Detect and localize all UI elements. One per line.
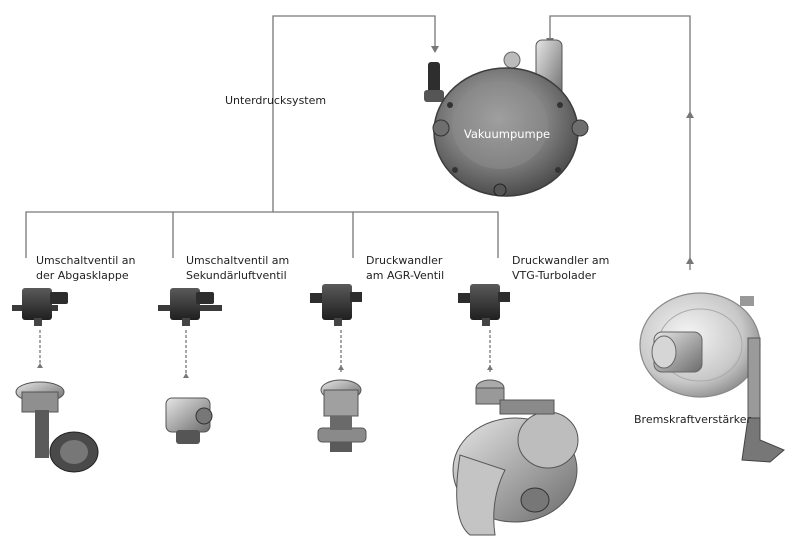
component-agr-label-2: am AGR-Ventil bbox=[366, 269, 445, 282]
pressure-converter-4 bbox=[458, 284, 510, 326]
arrow-valve3-up bbox=[338, 365, 344, 370]
vacuum-pump bbox=[424, 39, 589, 197]
line-pump-to-system bbox=[272, 15, 436, 212]
component-vtg-label-2: VTG-Turbolader bbox=[512, 269, 597, 282]
system-label: Unterdrucksystem bbox=[225, 94, 327, 107]
component-abgasklappe-label-1: Umschaltventil an bbox=[36, 254, 136, 267]
vtg-turbocharger bbox=[452, 379, 579, 536]
arrow-valve4-up bbox=[487, 365, 493, 370]
pump-label: Vakuumpumpe bbox=[463, 127, 551, 141]
arrow-booster-up-2 bbox=[686, 257, 694, 264]
component-vtg-label-1: Druckwandler am bbox=[512, 254, 610, 267]
component-abgasklappe-label-2: der Abgasklappe bbox=[36, 269, 129, 282]
connection-lines bbox=[25, 15, 691, 380]
arrow-into-pump-left bbox=[431, 46, 439, 53]
switch-valve-2 bbox=[158, 288, 222, 326]
brake-booster bbox=[639, 292, 785, 463]
egr-valve bbox=[317, 379, 367, 452]
exhaust-flap-actuator bbox=[15, 381, 99, 473]
component-sekundaerluft-label-1: Umschaltventil am bbox=[186, 254, 290, 267]
arrow-booster-up-1 bbox=[686, 111, 694, 118]
arrow-valve2-up bbox=[183, 373, 189, 378]
line-pump-to-booster bbox=[549, 15, 691, 270]
line-distribution-bus bbox=[25, 211, 499, 258]
component-agr-label-1: Druckwandler bbox=[366, 254, 443, 267]
arrow-valve1-up bbox=[37, 363, 43, 368]
pressure-converter-3 bbox=[310, 284, 362, 326]
flow-arrows bbox=[37, 38, 694, 378]
component-sekundaerluft-label-2: Sekundärluftventil bbox=[186, 269, 287, 282]
brake-booster-label: Bremskraftverstärker bbox=[634, 413, 752, 426]
switch-valve-1 bbox=[12, 288, 68, 326]
secondary-air-valve bbox=[165, 397, 213, 444]
